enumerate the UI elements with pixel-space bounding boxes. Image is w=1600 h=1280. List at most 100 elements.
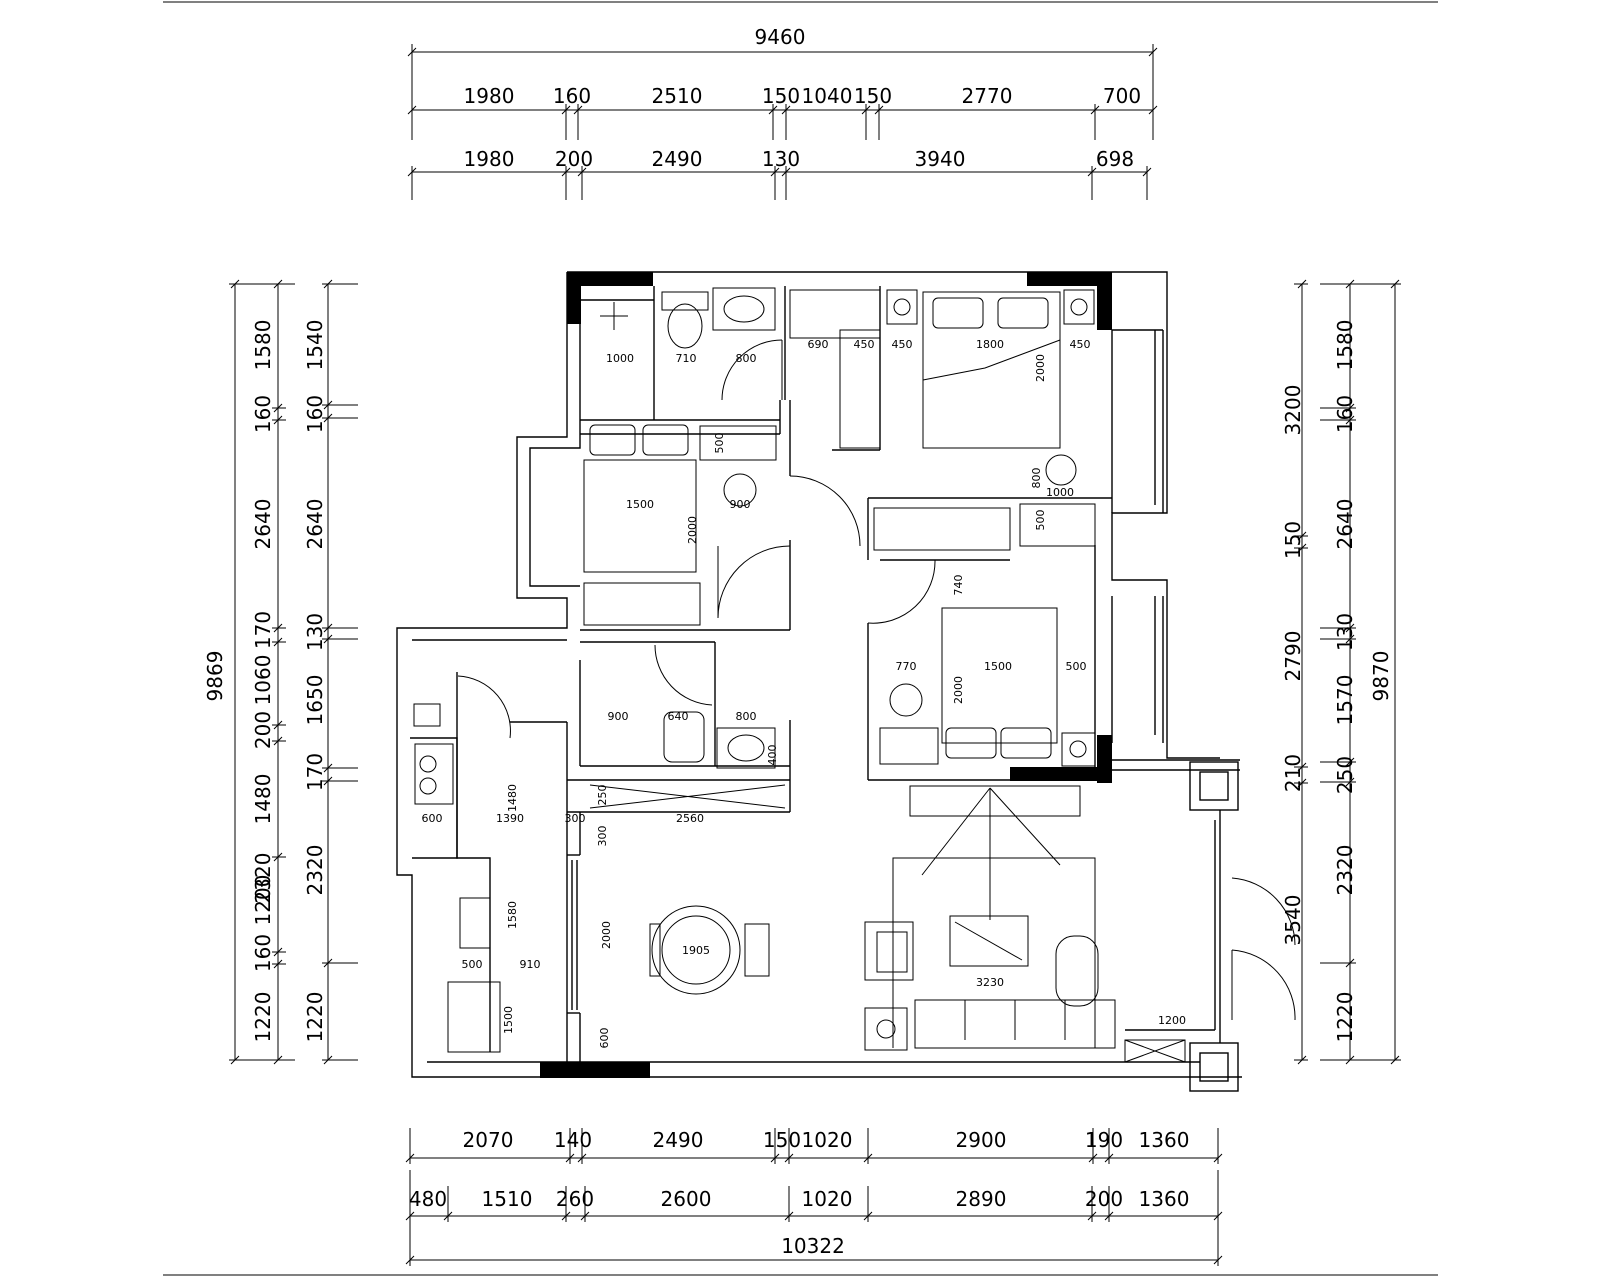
rug — [892, 857, 1096, 1048]
doors — [457, 339, 1296, 1021]
dimension-line — [781, 105, 791, 115]
dimension-line — [580, 1211, 590, 1221]
right-dim: 150 — [1281, 521, 1305, 559]
light-line — [921, 787, 991, 876]
room-dim: 3230 — [976, 976, 1004, 989]
right-dim: 130 — [1333, 613, 1357, 651]
right-dim: 3540 — [1281, 895, 1305, 946]
cabinet-x — [589, 784, 786, 809]
top-dim: 1980 — [464, 84, 515, 108]
dimension-line — [1390, 1055, 1400, 1065]
coffee-table — [949, 915, 1029, 967]
left-dim: 170 — [303, 753, 327, 791]
room-dim: 1000 — [1046, 486, 1074, 499]
bottom-dim: 1360 — [1139, 1187, 1190, 1211]
room-dim: 2560 — [676, 812, 704, 825]
right-dim: 160 — [1333, 395, 1357, 433]
duvet-fold — [922, 339, 1061, 381]
nightstand — [886, 289, 918, 325]
chair-icon — [1045, 454, 1077, 486]
room-dim: 2000 — [952, 676, 965, 704]
chair-icon — [723, 473, 757, 507]
bottom-dim: 1020 — [802, 1128, 853, 1152]
dimension-line — [273, 279, 283, 289]
bottom-dim: 200 — [1085, 1187, 1123, 1211]
dimension-line — [323, 958, 333, 968]
fridge — [447, 981, 501, 1053]
bottom-dim: 190 — [1085, 1128, 1123, 1152]
room-dim: 1500 — [502, 1006, 515, 1034]
nightstand — [1063, 289, 1095, 325]
dimension-line — [323, 279, 333, 289]
dimension-line — [407, 47, 417, 57]
dimension-line — [784, 1211, 794, 1221]
left-dim: 160 — [251, 395, 275, 433]
dining-chair — [744, 923, 770, 977]
boiler — [413, 703, 441, 727]
kitchen-sink — [459, 897, 491, 949]
desk — [1019, 503, 1096, 547]
bottom-dim: 150 — [763, 1128, 801, 1152]
dimension-line — [1088, 1153, 1098, 1163]
dimension-line — [1087, 167, 1097, 177]
dimension-line — [323, 623, 333, 633]
pillow — [945, 727, 997, 759]
left-dim: 1220 — [303, 992, 327, 1043]
room-dim: 400 — [766, 745, 779, 766]
room-dim: 1480 — [506, 784, 519, 812]
room-dim: 450 — [854, 338, 875, 351]
room-dim: 500 — [713, 433, 726, 454]
top-dim: 150 — [854, 84, 892, 108]
right-dim: 210 — [1281, 754, 1305, 792]
dimension-line — [273, 637, 283, 647]
pillow — [997, 297, 1049, 329]
dimension-line — [1345, 634, 1355, 644]
left-dim: 1220 — [251, 992, 275, 1043]
top-total-dim: 9460 — [755, 25, 806, 49]
room-dim: 1000 — [606, 352, 634, 365]
room-dim: 1905 — [682, 944, 710, 957]
room-dim: 2000 — [686, 516, 699, 544]
dimension-line — [1297, 543, 1307, 553]
dimension-line — [273, 947, 283, 957]
right-total-dim: 9870 — [1369, 651, 1393, 702]
room-dim: 900 — [730, 498, 751, 511]
dimension-line — [405, 1153, 415, 1163]
room-dim: 2000 — [600, 921, 613, 949]
dimension-line — [1297, 531, 1307, 541]
pillow — [932, 297, 984, 329]
lounge-chair — [1055, 935, 1099, 1007]
dimension-line — [273, 959, 283, 969]
top-dim: 150 — [762, 84, 800, 108]
pillow — [589, 424, 636, 456]
dimension-line — [1297, 1055, 1307, 1065]
dining-chair — [649, 923, 661, 977]
top-dim: 3940 — [915, 147, 966, 171]
tv-cabinet — [909, 785, 1081, 817]
dimension-line — [770, 1153, 780, 1163]
room-dim: 640 — [668, 710, 689, 723]
dimension-line — [323, 776, 333, 786]
right-dim: 1220 — [1333, 992, 1357, 1043]
room-dim: 250 — [596, 785, 609, 806]
room-dim: 690 — [808, 338, 829, 351]
dimension-line — [1297, 762, 1307, 772]
dimension-line — [770, 167, 780, 177]
bed3 — [583, 459, 697, 573]
furniture — [413, 287, 1186, 1063]
right-dim: 1570 — [1333, 675, 1357, 726]
room-dim: 1500 — [984, 660, 1012, 673]
dimension-line — [1345, 415, 1355, 425]
bottom-dim: 480 — [409, 1187, 447, 1211]
dimension-line — [561, 167, 571, 177]
left-dim: 1060 — [251, 655, 275, 706]
desk — [699, 425, 777, 461]
dimension-line — [577, 167, 587, 177]
bottom-dim: 140 — [554, 1128, 592, 1152]
sink-icon — [723, 295, 765, 323]
column — [540, 1062, 650, 1078]
stove — [414, 743, 454, 805]
dimension-line — [1213, 1153, 1223, 1163]
lamp-icon — [1069, 740, 1087, 758]
